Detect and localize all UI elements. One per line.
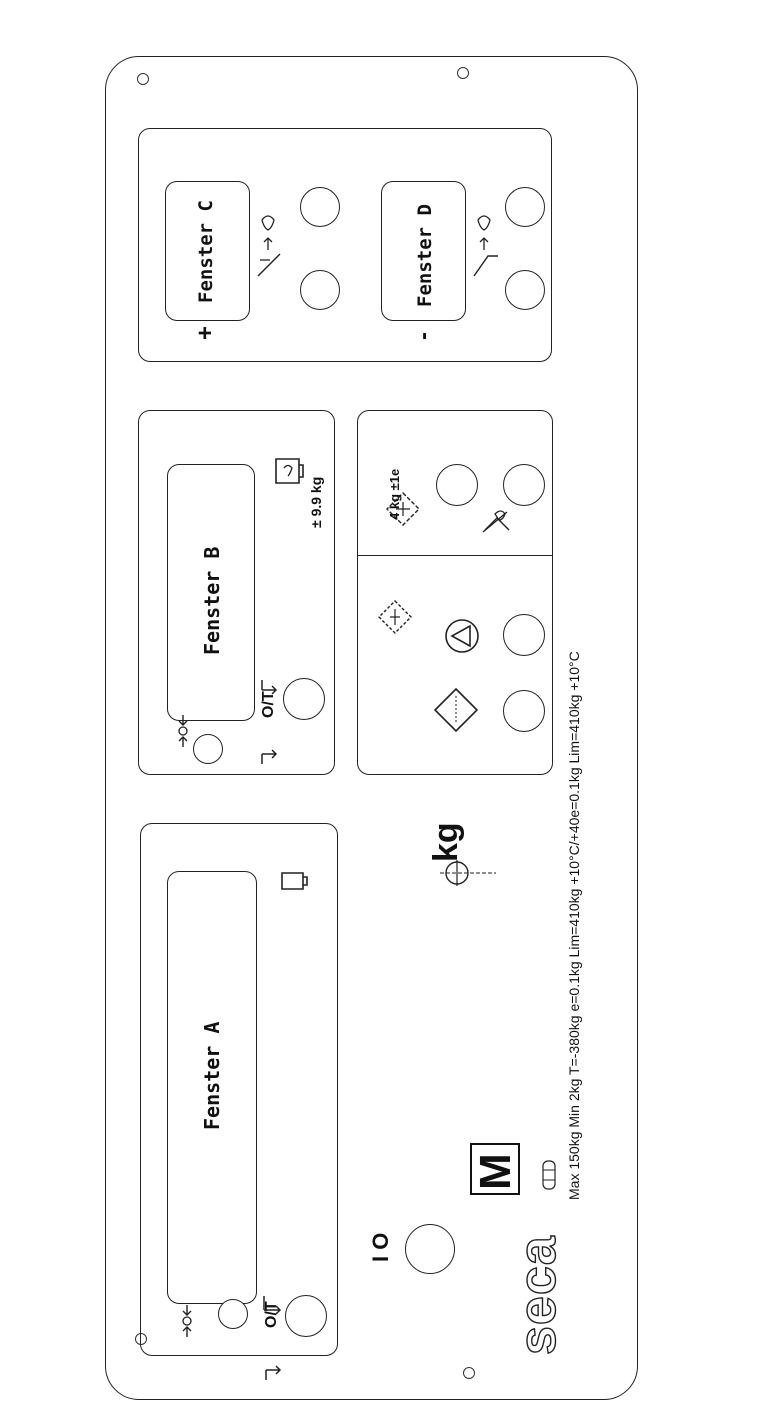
keypad-section — [357, 410, 553, 775]
window-a-label: Fenster A — [200, 1021, 224, 1130]
metrology-mark — [470, 1143, 520, 1195]
tare-arrow-icon — [261, 680, 278, 764]
c-button-2[interactable] — [300, 270, 340, 310]
calibration-label: 4 kg ±1e — [387, 468, 402, 520]
window-d-display — [381, 181, 466, 321]
window-b-display — [167, 464, 255, 721]
zero-arrow-icon — [178, 715, 188, 747]
mounting-hole — [457, 67, 469, 79]
tilt-up-icon — [257, 215, 281, 277]
calibration-button-2[interactable] — [503, 464, 545, 506]
minus-label: - — [410, 332, 437, 340]
mounting-hole — [137, 73, 149, 85]
zero-button-b[interactable] — [193, 734, 223, 764]
crosshair-icon — [440, 860, 496, 886]
d-button-1[interactable] — [505, 187, 545, 227]
window-b-section — [138, 410, 335, 775]
metrology-mark-label: M — [471, 1153, 520, 1190]
function-button-2[interactable] — [503, 690, 545, 732]
specs-label: Max 150kg Min 2kg T=-380kg e=0.1kg Lim=4… — [566, 651, 582, 1200]
plus-label: + — [192, 325, 219, 340]
function-button-1[interactable] — [503, 614, 545, 656]
diamond-icon — [433, 687, 479, 733]
window-c-label: Fenster C — [195, 200, 217, 303]
window-a-section — [140, 823, 338, 1356]
weight-icon — [281, 872, 308, 890]
window-d-label: Fenster D — [414, 204, 436, 307]
c-button-1[interactable] — [300, 187, 340, 227]
tare-button-b[interactable] — [283, 678, 325, 720]
tilt-down-icon — [473, 215, 498, 277]
d-button-2[interactable] — [505, 270, 545, 310]
power-label: I O — [368, 1232, 393, 1262]
tare-diamond-icon — [378, 600, 412, 634]
window-c-display — [165, 181, 250, 321]
approval-icon — [542, 1160, 556, 1190]
weight-icon — [275, 458, 304, 484]
zero-arrow-icon — [182, 1305, 192, 1337]
triangle-circle-icon — [445, 619, 479, 653]
unit-label: kg — [427, 822, 465, 862]
tare-arrow-icon — [263, 1296, 282, 1380]
mounting-hole — [463, 1367, 475, 1379]
window-a-display — [167, 871, 257, 1304]
window-b-label: Fenster B — [200, 546, 224, 655]
brand-logo: seca — [508, 1235, 567, 1356]
zero-button-a[interactable] — [218, 1299, 248, 1329]
tare-button-a[interactable] — [285, 1295, 327, 1337]
window-cd-section — [138, 128, 552, 362]
calibration-button-1[interactable] — [436, 464, 478, 506]
tilt-icon — [482, 510, 510, 533]
diamond-icon — [386, 492, 420, 526]
power-button[interactable] — [405, 1224, 455, 1274]
keypad-divider — [357, 555, 553, 556]
front-panel — [105, 56, 638, 1400]
tare-limit-label: ± 9.9 kg — [308, 476, 324, 528]
